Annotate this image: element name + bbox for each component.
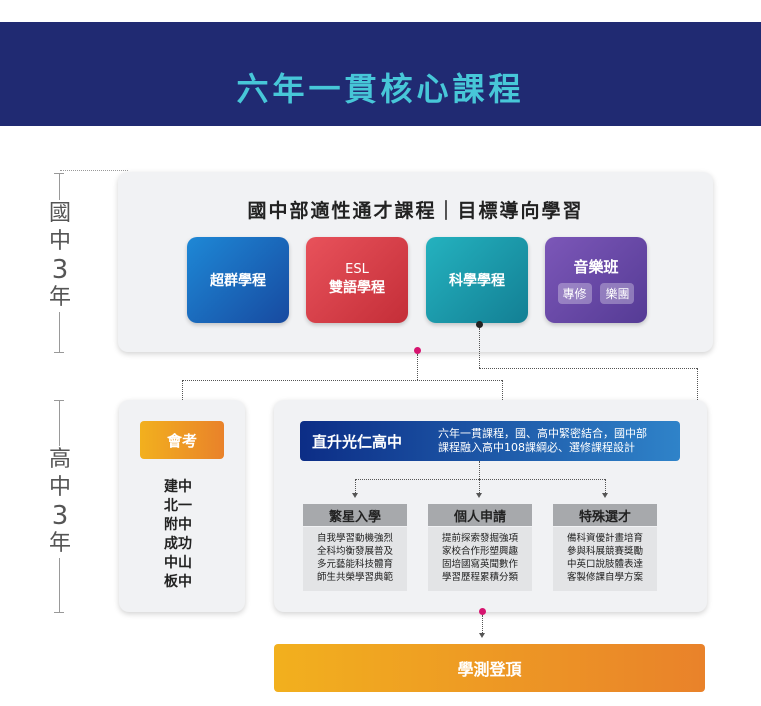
path-line: 備科資優計畫培育 — [566, 533, 643, 544]
junior-tick-top — [54, 173, 64, 174]
tile-label: 雙語學程 — [329, 280, 385, 296]
path-line: 多元藝能科技體育 — [316, 559, 393, 570]
page-title: 六年一貫核心課程 — [236, 70, 525, 108]
music-badge: 專修 — [557, 283, 592, 304]
connector-line — [605, 479, 606, 493]
connector-line — [502, 380, 503, 408]
connector-line — [479, 368, 697, 369]
path-line: 固培國寫英聞數作 — [441, 559, 518, 570]
tile-excellence: 超群學程 — [187, 237, 289, 323]
connector-line — [482, 615, 483, 633]
school-item: 附中 — [164, 517, 192, 533]
path-apply-body: 提前探索發掘強項 家校合作形塑興趣 固培國寫英聞數作 學習歷程累積分類 — [428, 527, 532, 591]
connector-line — [355, 479, 605, 480]
connector-line — [479, 328, 480, 368]
connector-dot — [476, 321, 483, 328]
side-char: 年 — [48, 285, 71, 310]
side-char: 年 — [48, 531, 71, 556]
tile-sublabel: ESL — [345, 262, 369, 277]
tile-label: 科學學程 — [449, 273, 505, 289]
side-char: 國 — [48, 201, 71, 226]
tile-bilingual: ESL 雙語學程 — [306, 237, 408, 323]
arrow-icon — [602, 493, 608, 498]
senior-title: 直升光仁高中 — [312, 433, 403, 451]
senior-title-bar: 直升光仁高中 六年一貫課程，國、高中緊密結合，國中部 課程融入高中108課綱必、… — [300, 421, 680, 461]
connector-line — [479, 461, 480, 479]
side-char: 3 — [51, 255, 69, 285]
arrow-icon — [479, 633, 485, 638]
path-line: 全科均衡發展普及 — [316, 546, 393, 557]
school-item: 中山 — [164, 555, 192, 571]
tile-music: 音樂班 專修 樂團 — [545, 237, 647, 323]
path-line: 家校合作形塑興趣 — [441, 546, 518, 557]
accent-dot — [479, 608, 486, 615]
senior-tick-top — [54, 400, 64, 401]
path-line: 學習歷程累積分類 — [441, 572, 518, 583]
connector-line — [417, 354, 418, 380]
path-line: 參與科展競賽獎勵 — [566, 546, 643, 557]
tile-science: 科學學程 — [426, 237, 528, 323]
side-char: 3 — [51, 501, 69, 531]
senior-description-line: 六年一貫課程，國、高中緊密結合，國中部 — [438, 427, 647, 440]
junior-title: 國中部適性通才課程｜目標導向學習 — [247, 200, 584, 222]
connector-line — [182, 380, 183, 408]
path-special-body: 備科資優計畫培育 參與科展競賽獎勵 中英口說肢體表達 客製修課自學方案 — [553, 527, 657, 591]
exam-label: 會考 — [140, 421, 224, 459]
path-line: 師生共榮學習典範 — [316, 572, 393, 583]
connector-line — [355, 479, 356, 493]
senior-description-line: 課程融入高中108課綱必、選修課程設計 — [438, 441, 635, 454]
path-line: 自我學習動機強烈 — [316, 533, 393, 544]
path-line: 中英口說肢體表達 — [566, 559, 643, 570]
school-item: 板中 — [164, 574, 192, 590]
senior-side-label: 高 中 3 年 — [40, 446, 80, 558]
junior-side-label: 國 中 3 年 — [40, 200, 80, 312]
connector-line — [182, 380, 502, 381]
header-banner — [0, 22, 761, 126]
school-item: 北一 — [164, 498, 192, 514]
accent-dot — [414, 347, 421, 354]
tile-label: 超群學程 — [210, 273, 266, 289]
arrow-icon — [352, 493, 358, 498]
tile-label: 音樂班 — [573, 258, 619, 276]
path-star-head: 繁星入學 — [303, 504, 407, 526]
junior-connector — [60, 170, 128, 171]
arrow-icon — [476, 493, 482, 498]
junior-tick-bottom — [54, 352, 64, 353]
school-item: 成功 — [164, 536, 192, 552]
path-line: 客製修課自學方案 — [566, 572, 643, 583]
path-apply-head: 個人申請 — [428, 504, 532, 526]
final-goal-bar: 學測登頂 — [274, 644, 705, 692]
path-line: 提前探索發掘強項 — [441, 533, 518, 544]
connector-line — [479, 479, 480, 493]
school-item: 建中 — [164, 479, 192, 495]
path-special-head: 特殊選才 — [553, 504, 657, 526]
music-badge: 樂團 — [600, 283, 635, 304]
side-char: 高 — [48, 447, 71, 472]
side-char: 中 — [48, 229, 71, 254]
senior-tick-bottom — [54, 612, 64, 613]
path-star-body: 自我學習動機強烈 全科均衡發展普及 多元藝能科技體育 師生共榮學習典範 — [303, 527, 407, 591]
senior-description: 六年一貫課程，國、高中緊密結合，國中部 課程融入高中108課綱必、選修課程設計 — [438, 427, 647, 455]
side-char: 中 — [48, 475, 71, 500]
